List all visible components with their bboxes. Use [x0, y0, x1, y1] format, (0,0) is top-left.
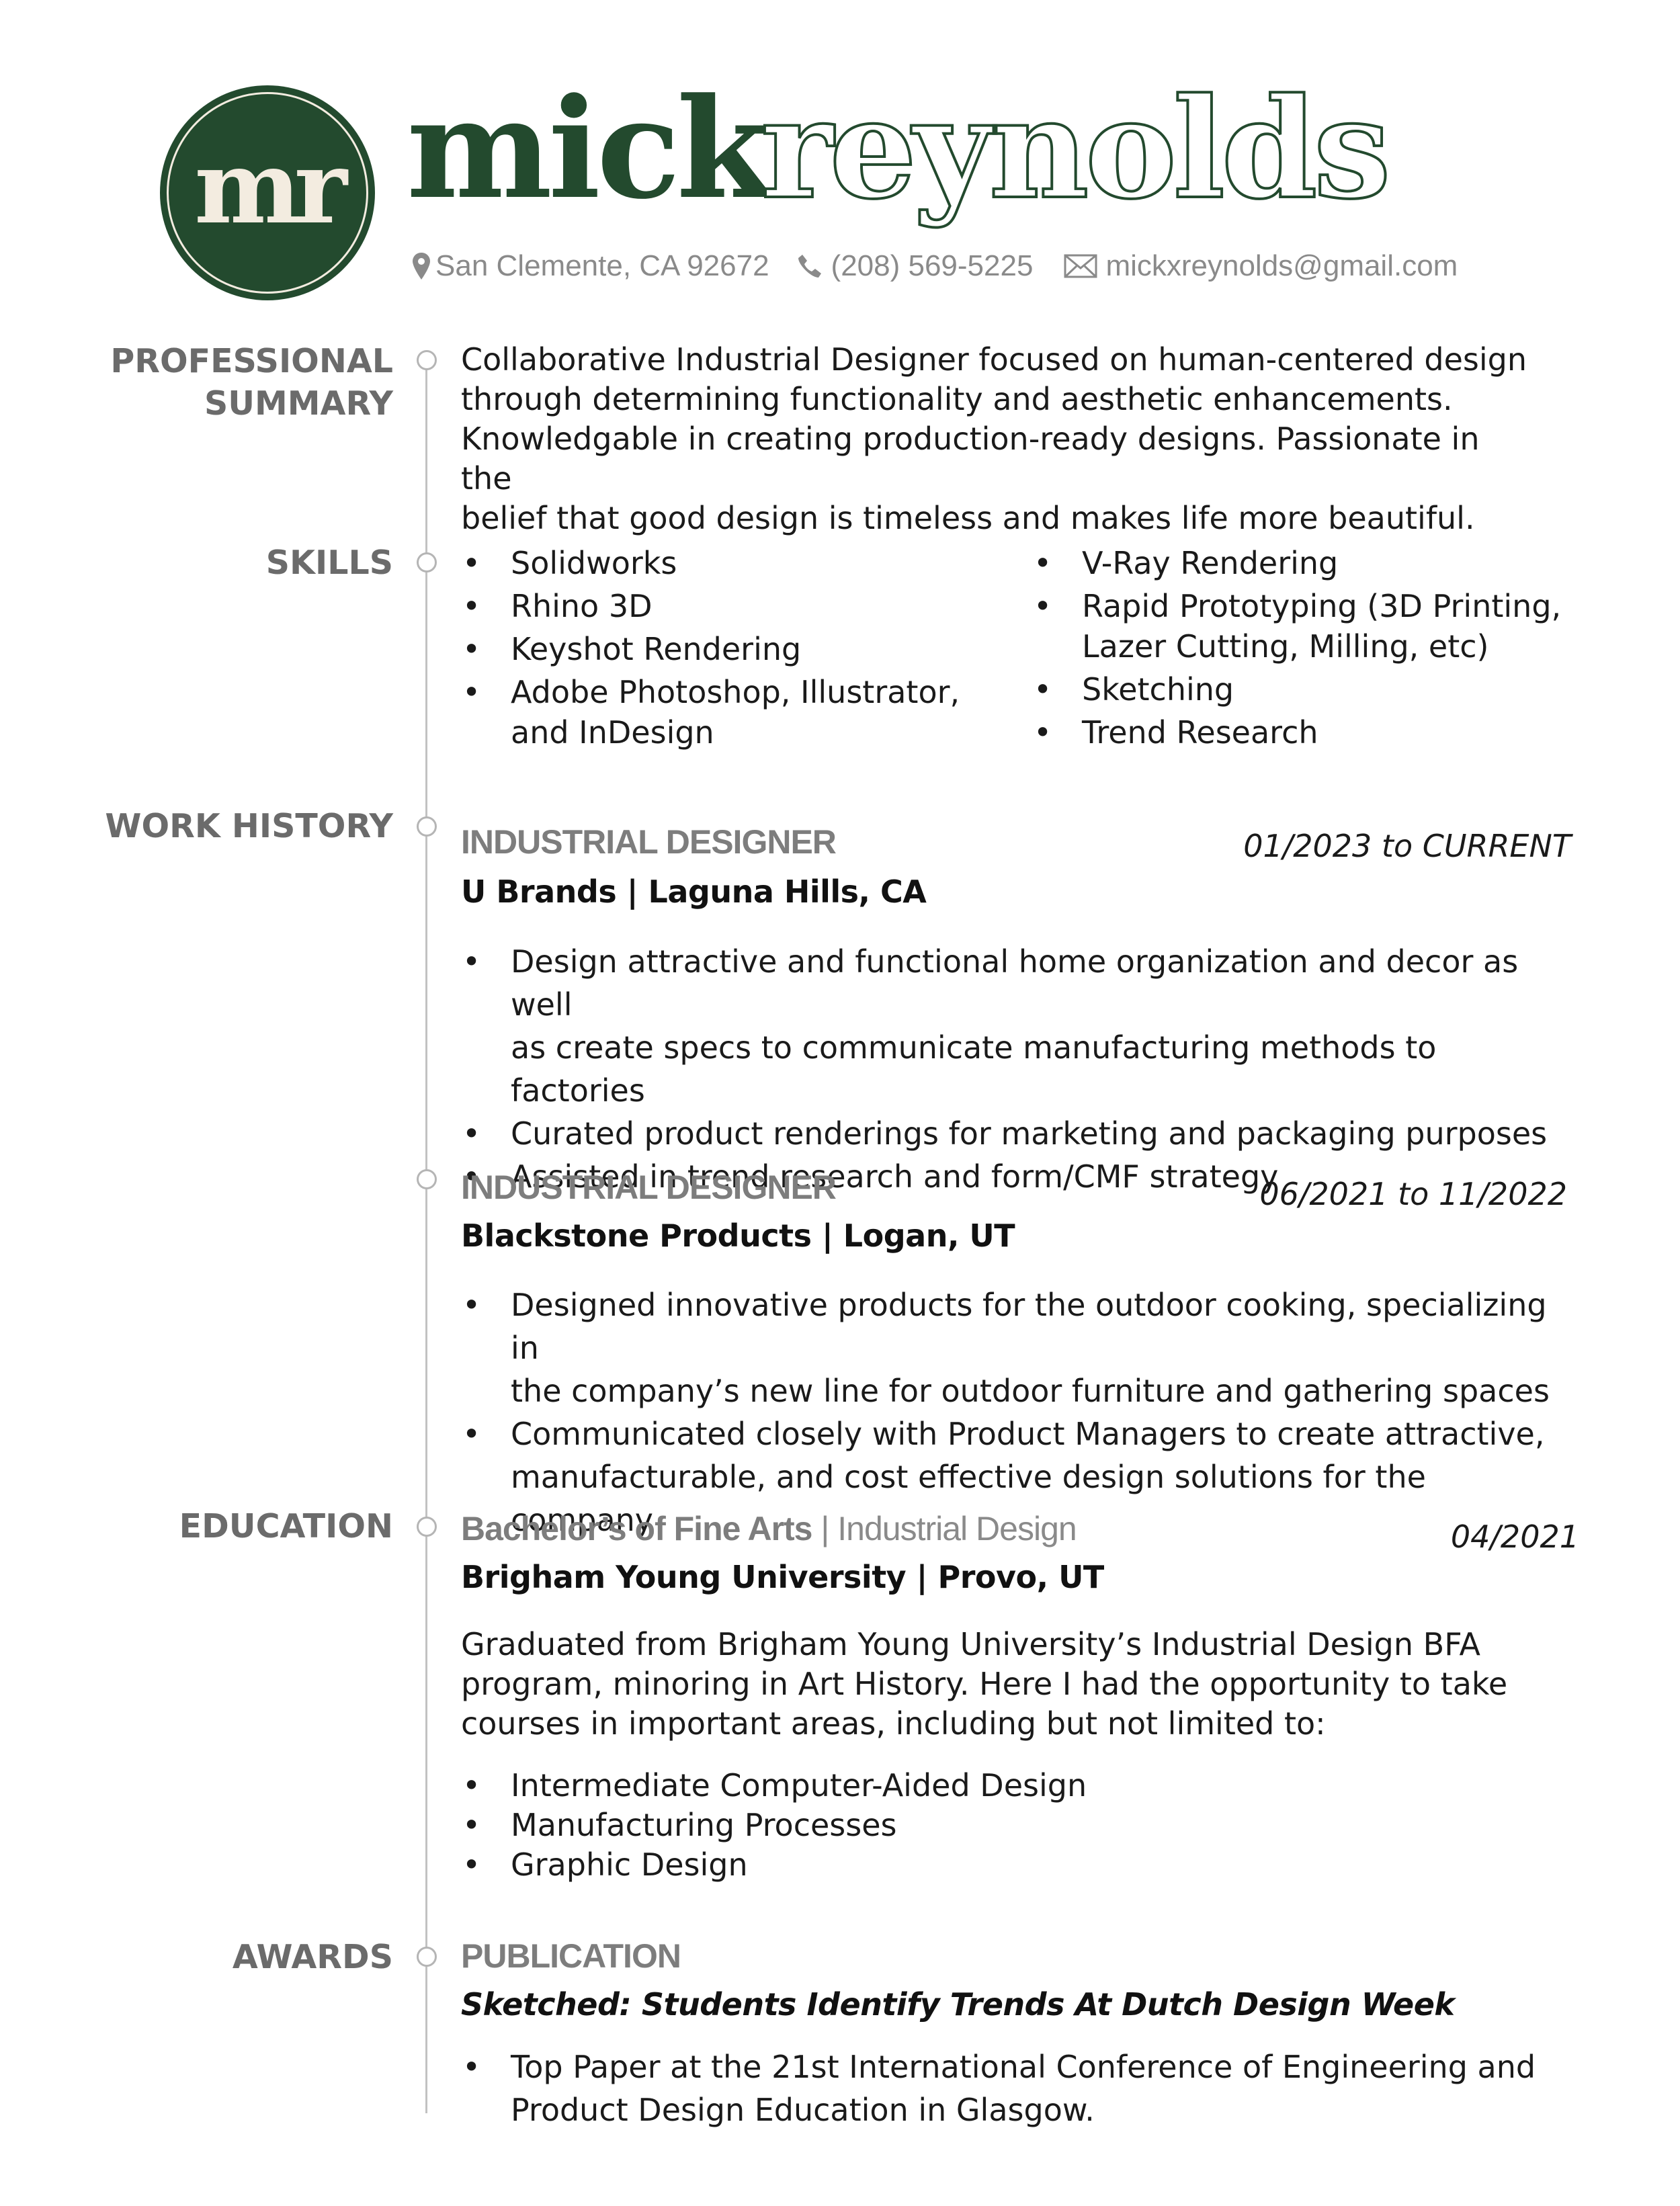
summary-label-line2: SUMMARY — [204, 384, 393, 423]
degree-field: Industrial Design — [837, 1510, 1077, 1547]
summary-text: Collaborative Industrial Designer focuse… — [461, 340, 1536, 538]
job-bullet: Communicated closely with Product Manage… — [461, 1412, 1563, 1455]
job-bullet-continuation: as create specs to communicate manufactu… — [461, 1026, 1563, 1112]
job-company: Blackstone Products | Logan, UT — [461, 1218, 1015, 1254]
email-text: mickxreynolds@gmail.com — [1105, 249, 1458, 282]
job-company: U Brands | Laguna Hills, CA — [461, 874, 927, 910]
job-title: INDUSTRIAL DESIGNER — [461, 1169, 837, 1206]
first-name: mick — [407, 69, 772, 230]
course-item: Intermediate Computer-Aided Design — [461, 1766, 1563, 1806]
course-item: Graphic Design — [461, 1845, 1563, 1885]
skill-item: Rapid Prototyping (3D Printing, — [1032, 585, 1570, 628]
education-label: EDUCATION — [179, 1507, 393, 1545]
skill-item-continuation-text: Lazer Cutting, Milling, etc) — [1082, 628, 1489, 665]
award-bullets: Top Paper at the 21st International Conf… — [461, 2045, 1563, 2131]
publication-title: Sketched: Students Identify Trends At Du… — [461, 1986, 1455, 2023]
skill-item: Adobe Photoshop, Illustrator, — [461, 671, 1012, 714]
education-line: program, minoring in Art History. Here I… — [461, 1666, 1508, 1702]
job-title: INDUSTRIAL DESIGNER — [461, 823, 837, 861]
degree-separator: | — [812, 1510, 838, 1547]
skills-label: SKILLS — [265, 544, 393, 582]
timeline-dot-awards — [417, 1947, 437, 1967]
timeline-dot-summary — [417, 350, 437, 370]
summary-line: Collaborative Industrial Designer focuse… — [461, 341, 1527, 378]
timeline-dot-education — [417, 1517, 437, 1537]
summary-label: PROFESSIONAL SUMMARY — [110, 340, 393, 425]
timeline-line — [425, 359, 427, 2113]
skill-item: Trend Research — [1032, 711, 1570, 754]
job-bullets: Designed innovative products for the out… — [461, 1283, 1563, 1541]
monogram-ring — [167, 92, 368, 294]
education-line: Graduated from Brigham Young University’… — [461, 1626, 1480, 1662]
monogram-logo: mr — [160, 85, 375, 300]
location-text: San Clemente, CA 92672 — [435, 249, 769, 282]
degree-line: Bachelor’s of Fine Arts | Industrial Des… — [461, 1509, 1077, 1548]
job-bullet: Assisted in trend research and form/CMF … — [461, 1155, 1563, 1198]
contact-location: San Clemente, CA 92672 — [411, 249, 769, 283]
course-item: Manufacturing Processes — [461, 1806, 1563, 1845]
contact-email[interactable]: mickxreynolds@gmail.com — [1064, 249, 1458, 283]
skills-list-left: Solidworks Rhino 3D Keyshot Rendering Ad… — [461, 542, 1012, 754]
summary-line: through determining functionality and ae… — [461, 381, 1453, 417]
job-bullet-continuation-text: as create specs to communicate manufactu… — [511, 1029, 1437, 1109]
timeline-dot-job2 — [417, 1169, 437, 1189]
job-bullet: Curated product renderings for marketing… — [461, 1112, 1563, 1155]
award-bullet: Top Paper at the 21st International Conf… — [461, 2045, 1563, 2088]
job-bullet: Designed innovative products for the out… — [461, 1283, 1563, 1369]
skill-item: Solidworks — [461, 542, 1012, 585]
timeline-dot-work — [417, 816, 437, 837]
skill-item: Sketching — [1032, 668, 1570, 711]
award-title: PUBLICATION — [461, 1937, 681, 1975]
summary-line: belief that good design is timeless and … — [461, 500, 1475, 536]
job-date: 06/2021 to 11/2022 — [1259, 1176, 1567, 1212]
contact-phone[interactable]: (208) 569-5225 — [796, 249, 1034, 283]
skill-item: Rhino 3D — [461, 585, 1012, 628]
job-date: 01/2023 to CURRENT — [1243, 828, 1571, 864]
skill-item-continuation: Lazer Cutting, Milling, etc) — [1032, 625, 1570, 668]
skill-item: V-Ray Rendering — [1032, 542, 1570, 585]
job-bullets: Design attractive and functional home or… — [461, 940, 1563, 1198]
skills-list-right: V-Ray Rendering Rapid Prototyping (3D Pr… — [1032, 542, 1570, 754]
education-line: courses in important areas, including bu… — [461, 1705, 1326, 1742]
awards-label: AWARDS — [232, 1938, 393, 1976]
education-description: Graduated from Brigham Young University’… — [461, 1625, 1563, 1744]
timeline-dot-skills — [417, 552, 437, 572]
school-name: Brigham Young University | Provo, UT — [461, 1559, 1104, 1595]
job-bullet-continuation-text: manufacturable, and cost effective desig… — [511, 1459, 1426, 1538]
phone-text: (208) 569-5225 — [831, 249, 1034, 282]
job-bullet-continuation-text: the company’s new line for outdoor furni… — [511, 1373, 1550, 1409]
education-date: 04/2021 — [1450, 1519, 1579, 1555]
award-bullet-continuation-text: Product Design Education in Glasgow. — [511, 2092, 1095, 2128]
skill-item-continuation: and InDesign — [461, 711, 1012, 754]
job-bullet-continuation: manufacturable, and cost effective desig… — [461, 1455, 1563, 1541]
last-name: reynolds — [759, 69, 1392, 230]
summary-label-line1: PROFESSIONAL — [110, 342, 393, 380]
degree-name: Bachelor’s of Fine Arts — [461, 1510, 812, 1547]
job-bullet-continuation: the company’s new line for outdoor furni… — [461, 1369, 1563, 1412]
award-bullet-continuation: Product Design Education in Glasgow. — [461, 2088, 1563, 2131]
job-bullet: Design attractive and functional home or… — [461, 940, 1563, 1026]
skill-item: Keyshot Rendering — [461, 628, 1012, 671]
summary-line: Knowledgable in creating production-read… — [461, 421, 1480, 497]
skill-item-continuation-text: and InDesign — [511, 714, 714, 751]
envelope-icon — [1064, 254, 1097, 278]
contact-bar: San Clemente, CA 92672 (208) 569-5225 mi… — [411, 246, 1458, 286]
phone-icon — [796, 253, 823, 280]
location-pin-icon — [411, 251, 431, 281]
course-list: Intermediate Computer-Aided Design Manuf… — [461, 1766, 1563, 1885]
work-history-label: WORK HISTORY — [105, 807, 393, 845]
